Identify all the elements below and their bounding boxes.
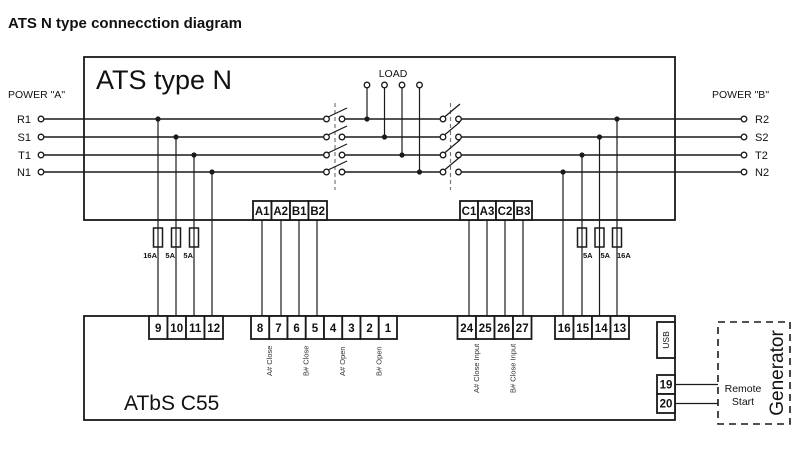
terminal-26: 26 [497,323,510,335]
terminal-8: 8 [257,323,264,335]
ats-box [83,56,676,221]
ats-box-label: ATS type N [96,65,232,95]
ats-terminal-b3: B3 [516,206,531,218]
terminal-19: 19 [660,380,673,392]
fuse-left-1-label: 16A [143,251,157,260]
terminal-14: 14 [595,323,608,335]
page-title: ATS N type connecction diagram [8,15,242,32]
ats-terminal-a2: A2 [273,206,288,218]
fuse-left-3-label: 5A [183,251,193,260]
fuse-left-2 [170,227,182,248]
output-label-a-close: A# Close [265,346,274,376]
sensing-drops-right: 5A 5A 16A [560,116,631,316]
terminal-20: 20 [660,399,673,411]
ats-terminal-a3: A3 [480,206,495,218]
terminal-25: 25 [479,323,492,335]
load-feeders [363,81,423,175]
terminal-15: 15 [576,323,589,335]
line-label-n1: N1 [17,167,31,179]
output-label-b-open: B# Open [375,346,384,376]
fuse-right-1 [576,227,588,248]
ats-terminal-strip-right: C1 A3 C2 B3 [459,200,533,316]
terminal-9: 9 [155,323,161,335]
remote-start-label-line2: Start [732,396,754,408]
terminal-12: 12 [207,323,220,335]
terminal-27: 27 [516,323,529,335]
fuse-right-2-label: 5A [601,251,611,260]
terminal-5: 5 [312,323,319,335]
fuse-left-1 [152,227,164,248]
power-b-label: POWER "B" [712,89,769,101]
line-label-t2: T2 [755,150,768,162]
fuse-left-2-label: 5A [165,251,175,260]
ats-terminal-a1: A1 [255,206,270,218]
line-label-r2: R2 [755,114,769,126]
line-label-s1: S1 [18,132,31,144]
terminal-13: 13 [613,323,626,335]
sensing-drops-left: 16A 5A 5A [143,116,215,316]
usb-label: USB [661,331,671,349]
remote-start-label-line1: Remote [725,383,762,395]
controller-terminals-group2: 8 7 6 5 4 3 2 1 A# Close B# Close A# Ope… [250,315,398,376]
terminal-7: 7 [275,323,281,335]
fuse-right-1-label: 5A [583,251,593,260]
controller-terminals-group1: 9 10 11 12 [148,315,224,340]
terminal-4: 4 [330,323,337,335]
ats-terminal-strip-left: A1 A2 B1 B2 [252,200,328,316]
bus-lines [37,115,748,176]
controller-terminals-group4: 16 15 14 13 [554,315,630,340]
generator-label: Generator [767,330,788,416]
terminal-1: 1 [385,323,392,335]
terminal-6: 6 [293,323,299,335]
ats-terminal-c2: C2 [498,206,513,218]
transfer-switch-b [439,103,462,190]
fuse-left-3 [188,227,200,248]
controller-terminals-group3: 24 25 26 27 A# Close Input B# Close Inpu… [456,315,533,393]
power-a-label: POWER "A" [8,89,65,101]
load-label: LOAD [379,68,408,80]
line-label-r1: R1 [17,114,31,126]
fuse-right-3-label: 16A [617,251,631,260]
terminal-3: 3 [348,323,354,335]
output-label-b-close: B# Close [302,346,311,376]
line-label-s2: S2 [755,132,768,144]
input-label-a-close: A# Close Input [472,343,481,393]
ats-terminal-b1: B1 [292,206,307,218]
terminal-11: 11 [189,323,202,335]
remote-start-terminals: 19 20 [656,374,718,414]
line-label-t1: T1 [18,150,31,162]
fuse-right-2 [594,227,605,248]
ats-terminal-c1: C1 [462,206,477,218]
terminal-2: 2 [366,323,372,335]
ats-terminal-b2: B2 [310,206,325,218]
terminal-10: 10 [170,323,183,335]
terminal-24: 24 [460,323,473,335]
controller-label: ATbS C55 [124,392,219,415]
terminal-16: 16 [558,323,571,335]
transfer-switch-a [323,103,348,190]
fuse-right-3 [611,227,623,248]
generator-box: Remote Start Generator [717,321,791,425]
line-label-n2: N2 [755,167,769,179]
usb-port: USB [656,321,676,359]
input-label-b-close: B# Close Input [509,343,518,393]
output-label-a-open: A# Open [338,346,347,376]
